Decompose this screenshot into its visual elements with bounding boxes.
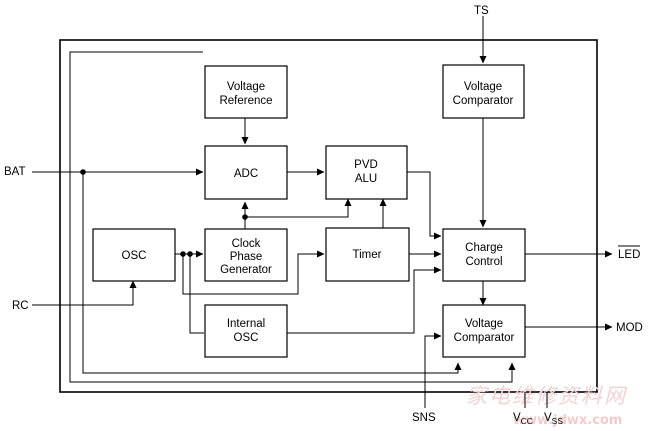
internal-osc-line1: Internal bbox=[227, 318, 265, 330]
voltage-reference-line1: Voltage bbox=[227, 81, 265, 93]
pin-vcc: VCC bbox=[513, 412, 533, 426]
wire-sns bbox=[424, 332, 442, 408]
wire-loop-comparator bbox=[69, 51, 516, 383]
voltage-reference-block: Voltage Reference bbox=[204, 65, 288, 119]
adc-label: ADC bbox=[234, 168, 258, 180]
osc-block: OSC bbox=[92, 228, 176, 282]
junction-osc-b bbox=[187, 251, 193, 257]
wire-bat-comparator bbox=[82, 172, 462, 374]
watermark-text: 家电维修资料网 bbox=[466, 384, 628, 408]
clock-phase-generator-line2: Phase bbox=[230, 251, 263, 263]
clock-phase-generator-block: Clock Phase Generator bbox=[204, 228, 288, 282]
internal-osc-line2: OSC bbox=[234, 332, 259, 344]
voltage-comparator-bottom-line2: Comparator bbox=[454, 332, 515, 344]
wire-rc-osc bbox=[32, 280, 137, 306]
charge-control-line2: Control bbox=[465, 256, 502, 268]
junction-clock bbox=[242, 214, 248, 220]
wire-clock-pvd bbox=[245, 198, 352, 218]
pin-bat: BAT bbox=[4, 166, 26, 178]
timer-label: Timer bbox=[353, 249, 382, 261]
charge-control-block: Charge Control bbox=[442, 228, 526, 282]
pvd-alu-line2: ALU bbox=[355, 173, 377, 185]
pin-mod: MOD bbox=[616, 322, 643, 334]
pvd-alu-block: PVD ALU bbox=[325, 145, 408, 200]
internal-osc-block: Internal OSC bbox=[204, 304, 288, 358]
voltage-comparator-bottom-line1: Voltage bbox=[465, 318, 503, 330]
wire-osc-timer bbox=[182, 250, 325, 295]
voltage-reference-line2: Reference bbox=[219, 95, 272, 107]
watermark-url: www.jdwx.com bbox=[513, 413, 622, 428]
osc-label: OSC bbox=[122, 250, 147, 262]
clock-phase-generator-line1: Clock bbox=[232, 238, 261, 250]
charge-control-line1: Charge bbox=[465, 242, 503, 254]
wire-osc-internal bbox=[189, 254, 204, 334]
wire-intosc-charge bbox=[287, 266, 442, 334]
pin-led: LED bbox=[618, 249, 640, 261]
voltage-comparator-top-line2: Comparator bbox=[453, 95, 514, 107]
clock-phase-generator-line3: Generator bbox=[220, 264, 272, 276]
pvd-alu-line1: PVD bbox=[354, 159, 378, 171]
wire-pvd-charge bbox=[407, 171, 442, 240]
junction-bat bbox=[80, 169, 86, 175]
pin-ts: TS bbox=[474, 5, 489, 17]
voltage-comparator-bottom-block: Voltage Comparator bbox=[442, 304, 526, 358]
junction-osc-a bbox=[180, 251, 186, 257]
adc-block: ADC bbox=[204, 145, 288, 200]
voltage-comparator-top-block: Voltage Comparator bbox=[442, 64, 525, 119]
pin-sns: SNS bbox=[412, 412, 436, 424]
pin-vss: VSS bbox=[544, 412, 563, 426]
voltage-comparator-top-line1: Voltage bbox=[464, 81, 502, 93]
timer-block: Timer bbox=[325, 227, 410, 282]
pin-rc: RC bbox=[12, 300, 29, 312]
